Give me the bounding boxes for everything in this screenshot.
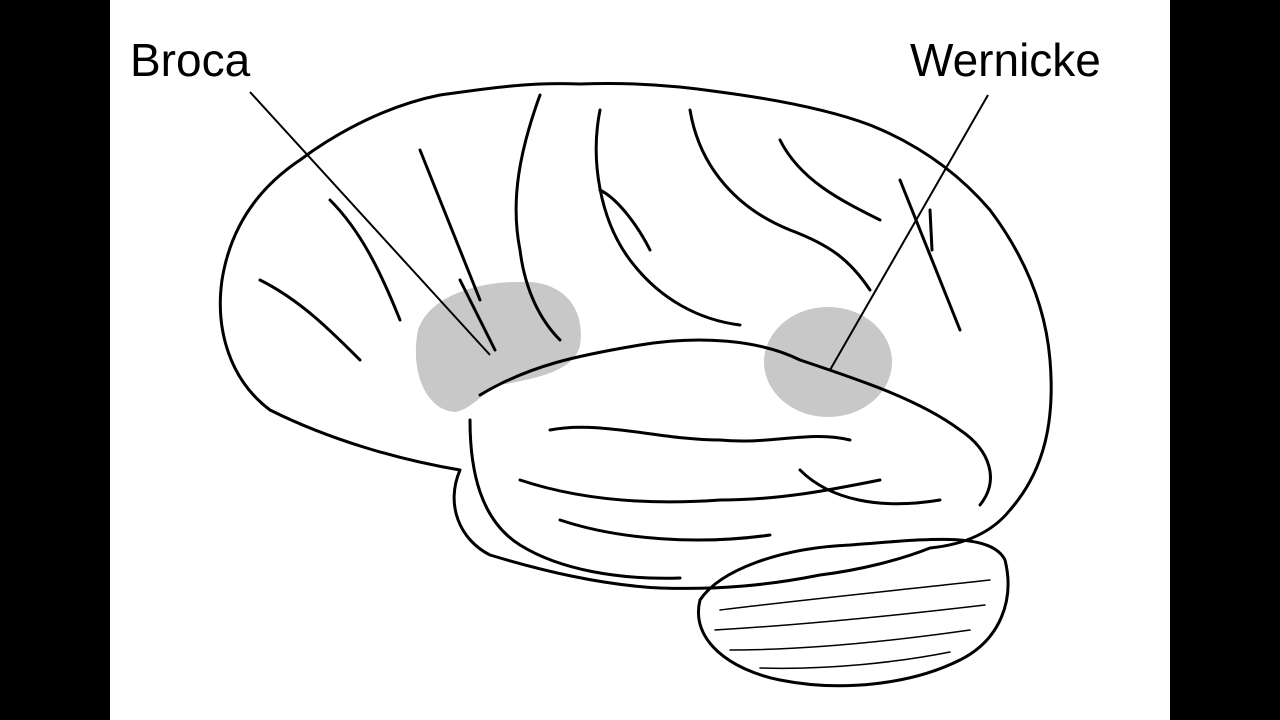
temporal-lobe-outline (478, 338, 992, 507)
cerebellum-outline (697, 537, 1010, 688)
diagram-panel (110, 0, 1170, 720)
cerebrum-outline (218, 81, 1053, 590)
wernicke-label: Wernicke (910, 34, 1101, 86)
wernicke-area (764, 307, 892, 417)
broca-leader-line (249, 91, 491, 356)
broca-label: Broca (130, 34, 251, 86)
wernicke-leader-line (829, 94, 989, 371)
